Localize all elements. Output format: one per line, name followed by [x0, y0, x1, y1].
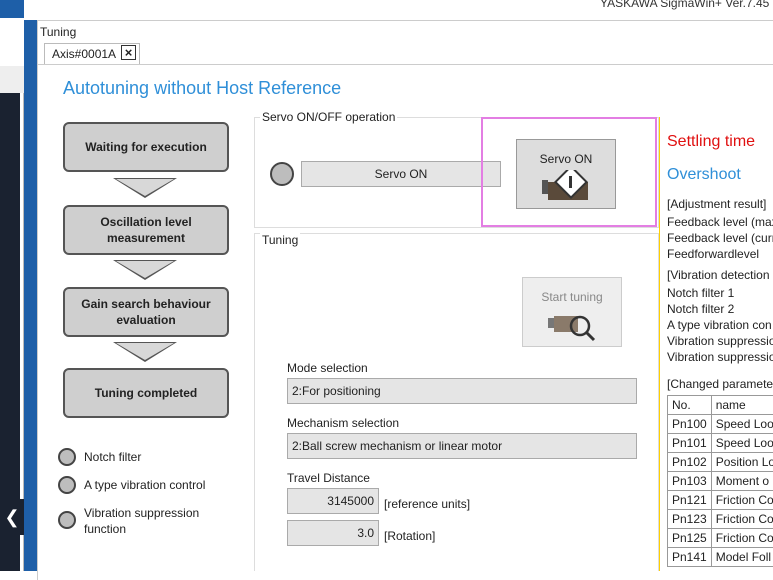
feedforward-label: Feedforwardlevel [667, 246, 759, 262]
atype-vibration-indicator [58, 476, 76, 494]
feedback-max-label: Feedback level (max [667, 214, 773, 230]
arrow-down-icon [113, 342, 177, 362]
table-header-row: No. name [668, 396, 773, 415]
mechanism-selection-label: Mechanism selection [287, 416, 399, 430]
settling-time-label: Settling time [667, 133, 755, 151]
step-gain-search: Gain search behaviour evaluation [63, 287, 229, 337]
tuning-group-title: Tuning [260, 233, 300, 247]
param-name: Friction Co [711, 491, 773, 510]
results-divider [659, 117, 660, 571]
param-name: Model Foll [711, 548, 773, 567]
travel-unit-label: [reference units] [384, 497, 470, 511]
adjustment-header: [Adjustment result] [667, 196, 766, 212]
arrow-down-icon [113, 178, 177, 198]
param-no: Pn121 [668, 491, 712, 510]
chevron-left-icon[interactable]: ❮ [0, 499, 24, 535]
atype-vibration-label: A type vibration con [667, 317, 772, 333]
vibration-suppression-1-label: Vibration suppressio [667, 333, 773, 349]
magnifier-motor-icon [542, 308, 602, 342]
tab-label: Axis#0001A [52, 47, 116, 61]
vibration-header: [Vibration detection [667, 267, 770, 283]
mechanism-selection-field[interactable]: 2:Ball screw mechanism or linear motor [287, 433, 637, 459]
notch-filter-1-label: Notch filter 1 [667, 285, 734, 301]
col-no: No. [668, 396, 712, 415]
param-no: Pn125 [668, 529, 712, 548]
travel-distance-field[interactable]: 3145000 [287, 488, 379, 514]
rotation-unit-label: [Rotation] [384, 529, 435, 543]
param-name: Friction Co [711, 510, 773, 529]
overshoot-label: Overshoot [667, 166, 741, 184]
servo-group-title: Servo ON/OFF operation [260, 110, 397, 124]
step-waiting: Waiting for execution [63, 122, 229, 172]
param-no: Pn123 [668, 510, 712, 529]
servo-status-display: Servo ON [301, 161, 501, 187]
legend-vibration-suppression: Vibration suppression function [84, 505, 224, 537]
param-no: Pn141 [668, 548, 712, 567]
panel-side-bar [24, 20, 37, 571]
mode-selection-label: Mode selection [287, 361, 368, 375]
vibration-suppression-indicator [58, 511, 76, 529]
param-name: Moment o [711, 472, 773, 491]
arrow-down-icon [113, 260, 177, 280]
tab-divider [37, 64, 773, 65]
param-no: Pn103 [668, 472, 712, 491]
step-completed: Tuning completed [63, 368, 229, 418]
start-tuning-label: Start tuning [523, 290, 621, 304]
notch-filter-indicator [58, 448, 76, 466]
rotation-field[interactable]: 3.0 [287, 520, 379, 546]
col-name: name [711, 396, 773, 415]
page-title: Autotuning without Host Reference [63, 78, 341, 99]
close-icon[interactable]: × [121, 45, 136, 60]
start-tuning-button[interactable]: Start tuning [522, 277, 622, 347]
panel-title: Tuning [40, 25, 76, 39]
mode-selection-field[interactable]: 2:For positioning [287, 378, 637, 404]
legend-atype-vibration: A type vibration control [84, 477, 205, 493]
travel-distance-label: Travel Distance [287, 471, 370, 485]
param-no: Pn102 [668, 453, 712, 472]
param-name: Speed Loo [711, 415, 773, 434]
left-strip [0, 66, 24, 93]
changed-params-header: [Changed paramete [667, 376, 773, 392]
servo-status-indicator [270, 162, 294, 186]
step-oscillation: Oscillation level measurement [63, 205, 229, 255]
param-name: Position Lo [711, 453, 773, 472]
notch-filter-2-label: Notch filter 2 [667, 301, 734, 317]
legend-notch-filter: Notch filter [84, 449, 141, 465]
param-name: Speed Loo [711, 434, 773, 453]
vibration-suppression-2-label: Vibration suppressio [667, 349, 773, 365]
app-title: YASKAWA SigmaWin+ Ver.7.45 [600, 0, 769, 10]
highlight-frame [481, 117, 657, 227]
param-no: Pn100 [668, 415, 712, 434]
feedback-curr-label: Feedback level (curr [667, 230, 773, 246]
param-no: Pn101 [668, 434, 712, 453]
param-name: Friction Co [711, 529, 773, 548]
